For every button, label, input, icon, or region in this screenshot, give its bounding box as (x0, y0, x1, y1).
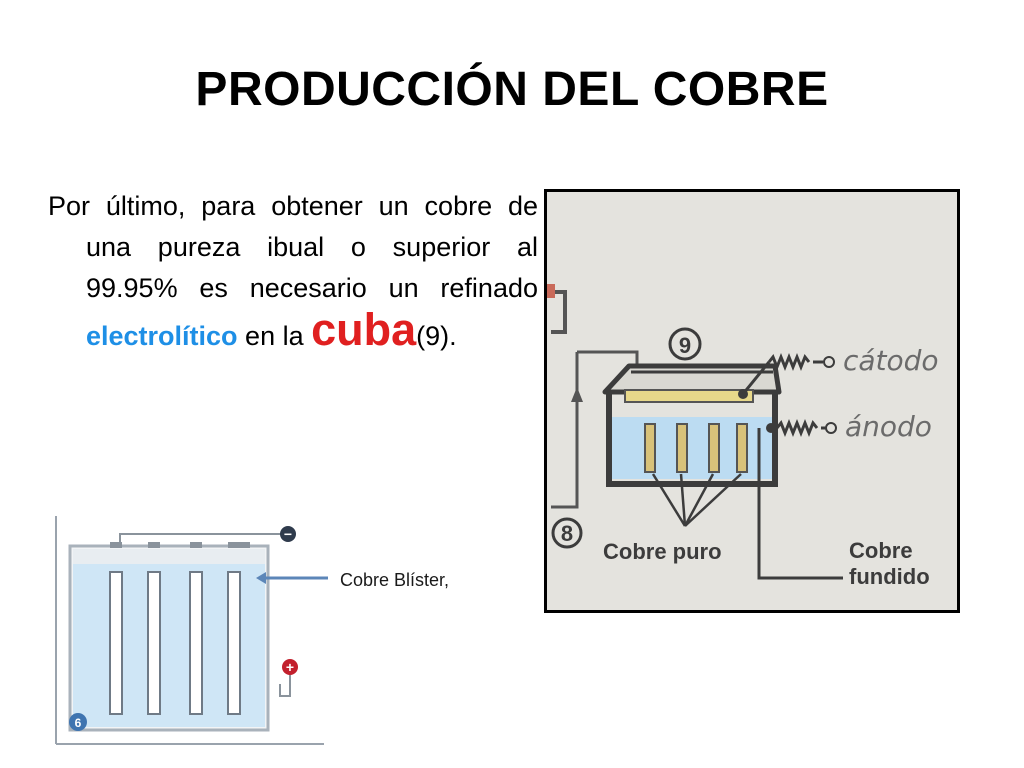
paragraph-text-3: (9). (416, 321, 457, 351)
highlight-electrolitico: electrolítico (86, 321, 238, 351)
stage-8-badge (551, 517, 583, 549)
cathode-label: cátodo (843, 344, 939, 377)
pure-copper-label: Cobre puro (603, 539, 722, 564)
cathode-rail (624, 389, 754, 403)
blister-electrodes (109, 542, 250, 715)
left-vertical-line (551, 352, 579, 509)
electrolytic-cell-diagram: 9 cátodo ánodo 8 Cobre puro Cobre fundid… (544, 189, 960, 613)
electrode (189, 571, 203, 715)
electrodes (644, 423, 748, 473)
positive-badge-icon (282, 659, 298, 675)
molten-copper-line (757, 428, 843, 580)
blister-copper-label: Cobre Blíster, (340, 570, 450, 590)
cell-tank (606, 392, 778, 487)
positive-wire (279, 672, 291, 697)
anode-contact (766, 423, 776, 433)
electrolytic-cell-drawing: 9 cátodo ánodo 8 Cobre puro Cobre fundid… (547, 284, 939, 589)
negative-symbol: − (284, 526, 292, 542)
cathode-spring (767, 352, 811, 372)
red-arrow-mark (547, 284, 555, 298)
cathode-terminal (823, 356, 835, 368)
anode-label: ánodo (845, 410, 932, 443)
stage-8-number: 8 (561, 521, 573, 546)
negative-wire (119, 533, 288, 546)
cell-6-badge (69, 713, 87, 731)
tank-top-rim (73, 549, 265, 564)
negative-badge-icon (280, 526, 296, 542)
slide-title: PRODUCCIÓN DEL COBRE (195, 63, 829, 116)
up-arrow-icon (571, 387, 583, 402)
molten-copper-label-1: Cobre (849, 538, 913, 563)
cell-lid (602, 363, 782, 395)
electrode (644, 423, 656, 473)
cell-6-number: 6 (75, 716, 82, 730)
electrode (708, 423, 720, 473)
cell-number-badge (668, 327, 702, 361)
electrode (227, 571, 241, 715)
electrode (736, 423, 748, 473)
paragraph-text-1: Por último, para obtener un cobre de una… (48, 191, 538, 303)
left-feed-pipe (551, 290, 567, 334)
paragraph-text-2: en la (237, 321, 312, 351)
positive-symbol: + (286, 659, 294, 675)
blister-cell-diagram: − + 6 (55, 516, 328, 745)
blister-arrow-icon (256, 572, 266, 584)
cell-number: 9 (679, 333, 691, 358)
molten-copper-label-2: fundido (849, 564, 930, 589)
body-paragraph: Por último, para obtener un cobre de una… (48, 186, 538, 357)
electrode (109, 571, 123, 715)
highlight-cuba: cuba (311, 304, 417, 355)
electrode (147, 571, 161, 715)
electrode (676, 423, 688, 473)
electrolyte-liquid (611, 417, 773, 479)
anode-terminal (825, 422, 837, 434)
pure-copper-pointers (651, 473, 742, 527)
anode-spring (775, 418, 819, 438)
